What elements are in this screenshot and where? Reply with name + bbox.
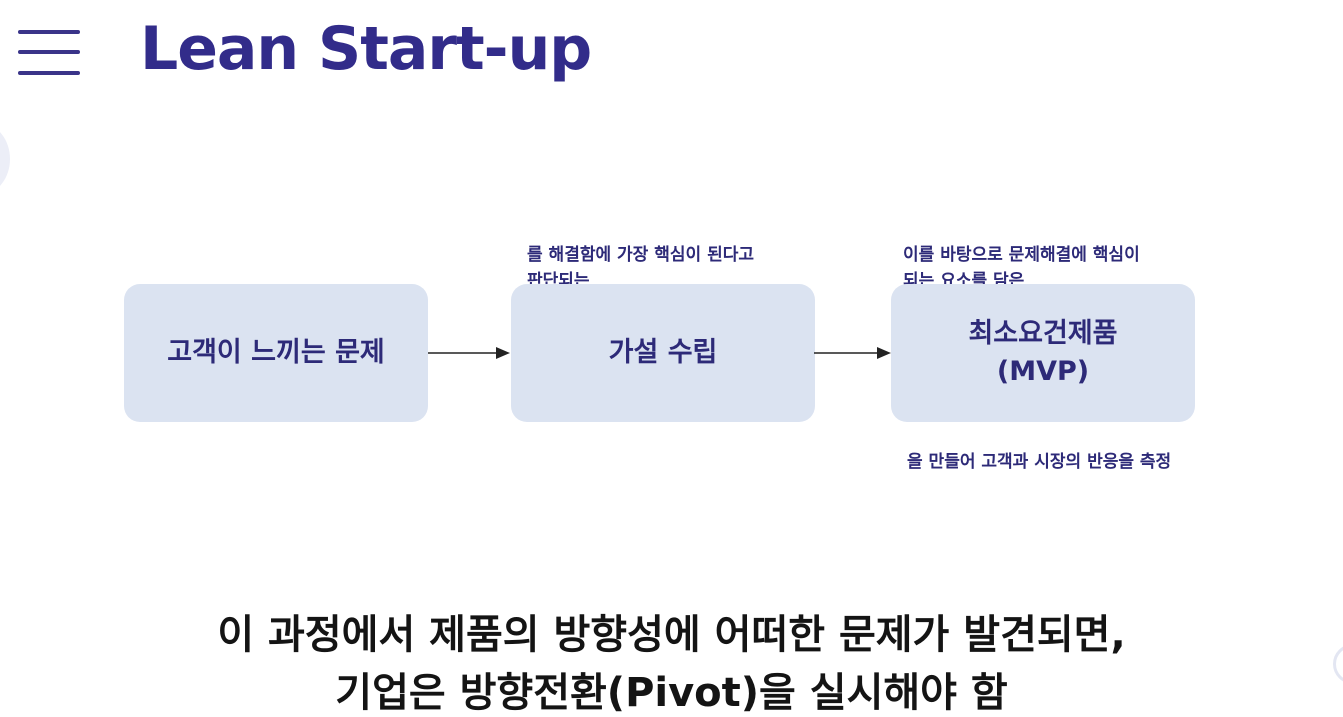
- flow-box-customer-problem: 고객이 느끼는 문제: [124, 284, 428, 422]
- conclusion-line-1: 이 과정에서 제품의 방향성에 어떠한 문제가 발견되면,: [217, 612, 1126, 658]
- arrow-right-icon: [428, 347, 510, 359]
- menu-line-top: [18, 30, 80, 34]
- conclusion-text: 이 과정에서 제품의 방향성에 어떠한 문제가 발견되면, 기업은 방향전환(P…: [0, 606, 1343, 717]
- page-title: Lean Start-up: [140, 14, 592, 84]
- arrow-right-icon: [814, 347, 891, 359]
- decorative-circle-left: [0, 124, 10, 194]
- menu-line-middle: [18, 50, 80, 54]
- conclusion-line-2: 기업은 방향전환(Pivot)을 실시해야 함: [335, 670, 1008, 716]
- flow-box-mvp: 최소요건제품 (MVP): [891, 284, 1195, 422]
- flow-box-label: 가설 수립: [608, 337, 718, 368]
- flow-box-label: 최소요건제품 (MVP): [968, 318, 1118, 387]
- flow-box-label: 고객이 느끼는 문제: [167, 337, 385, 368]
- hamburger-menu-icon[interactable]: [18, 30, 82, 78]
- annotation-mvp-bottom: 을 만들어 고객과 시장의 반응을 측정: [907, 452, 1172, 472]
- flow-box-hypothesis: 가설 수립: [511, 284, 815, 422]
- menu-line-bottom: [18, 71, 80, 75]
